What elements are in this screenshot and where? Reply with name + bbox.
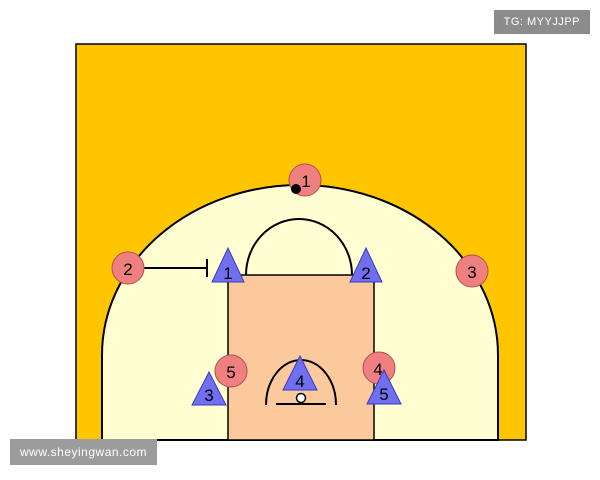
defender-2: 2 bbox=[349, 246, 383, 283]
defender-3: 3 bbox=[191, 370, 227, 406]
defender-5: 5 bbox=[366, 368, 402, 405]
offense-player-5: 5 bbox=[214, 354, 248, 388]
offense-player-1: 1 bbox=[288, 163, 322, 197]
ball-icon bbox=[291, 184, 301, 194]
watermark-tag: TG: MYYJJPP bbox=[493, 10, 590, 34]
offense-player-4-label: 4 bbox=[373, 360, 382, 379]
free-throw-arc bbox=[245, 218, 353, 276]
offense-player-3: 3 bbox=[455, 254, 489, 288]
screen-line bbox=[142, 259, 208, 277]
defender-4: 4 bbox=[282, 354, 318, 391]
offense-player-1-label: 1 bbox=[301, 172, 310, 191]
rim bbox=[295, 392, 307, 404]
offense-player-3-label: 3 bbox=[467, 263, 476, 282]
defender-4-label: 4 bbox=[295, 372, 304, 391]
offense-player-5-label: 5 bbox=[226, 363, 235, 382]
defender-5-label: 5 bbox=[379, 385, 388, 404]
defender-2-label: 2 bbox=[361, 264, 370, 283]
offense-player-2: 2 bbox=[111, 251, 145, 285]
defender-1-label: 1 bbox=[223, 264, 232, 283]
offense-player-2-label: 2 bbox=[123, 260, 132, 279]
watermark-site: www.sheyingwan.com bbox=[10, 439, 158, 465]
defender-1: 1 bbox=[211, 246, 245, 283]
defender-3-label: 3 bbox=[204, 386, 213, 405]
